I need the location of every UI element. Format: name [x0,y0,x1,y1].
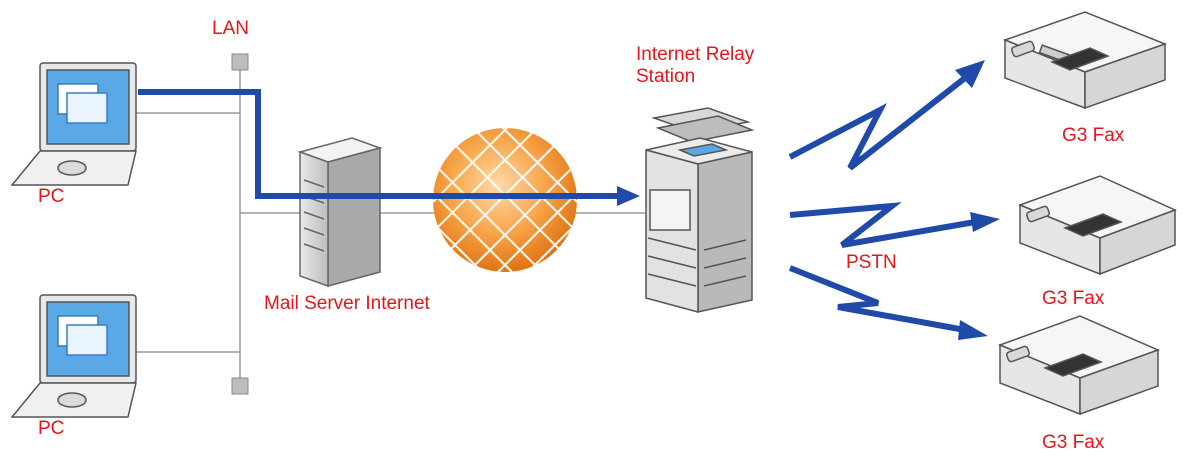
fax-bottom-icon [997,315,1161,416]
lan-label: LAN [212,18,249,39]
fax-middle-label: G3 Fax [1042,288,1105,309]
pc-top-label: PC [38,186,65,207]
pstn-label: PSTN [846,252,897,273]
pc-bottom-label: PC [38,418,65,439]
email-data-path [138,89,620,199]
pstn-bolt-middle [789,202,976,248]
lan-terminator-bottom [231,377,249,395]
email-path-arrowhead [617,186,640,206]
pstn-bolt-middle-arrowhead [970,212,1000,232]
internet-relay-station-label: Internet Relay Station [636,44,755,87]
lan-terminator-top [231,53,249,71]
pc-top-laptop-icon [10,62,137,186]
fax-bottom-label: G3 Fax [1042,432,1105,453]
lan-network-lines [135,62,645,385]
internet-globe-icon [433,128,577,272]
mail-server-internet-label: Mail Server Internet [264,293,430,314]
pstn-bolt-top-arrowhead [955,60,985,88]
pstn-bolt-bottom-arrowhead [958,320,988,340]
pstn-bolt-top [788,75,967,171]
fax-top-icon [1002,11,1168,110]
fax-top-label: G3 Fax [1062,125,1125,146]
pstn-bolt-bottom [788,265,966,333]
pc-bottom-laptop-icon [10,294,137,418]
fax-middle-icon [1017,175,1177,276]
mail-server-icon [297,137,383,288]
relay-station-printer-icon [645,107,755,313]
